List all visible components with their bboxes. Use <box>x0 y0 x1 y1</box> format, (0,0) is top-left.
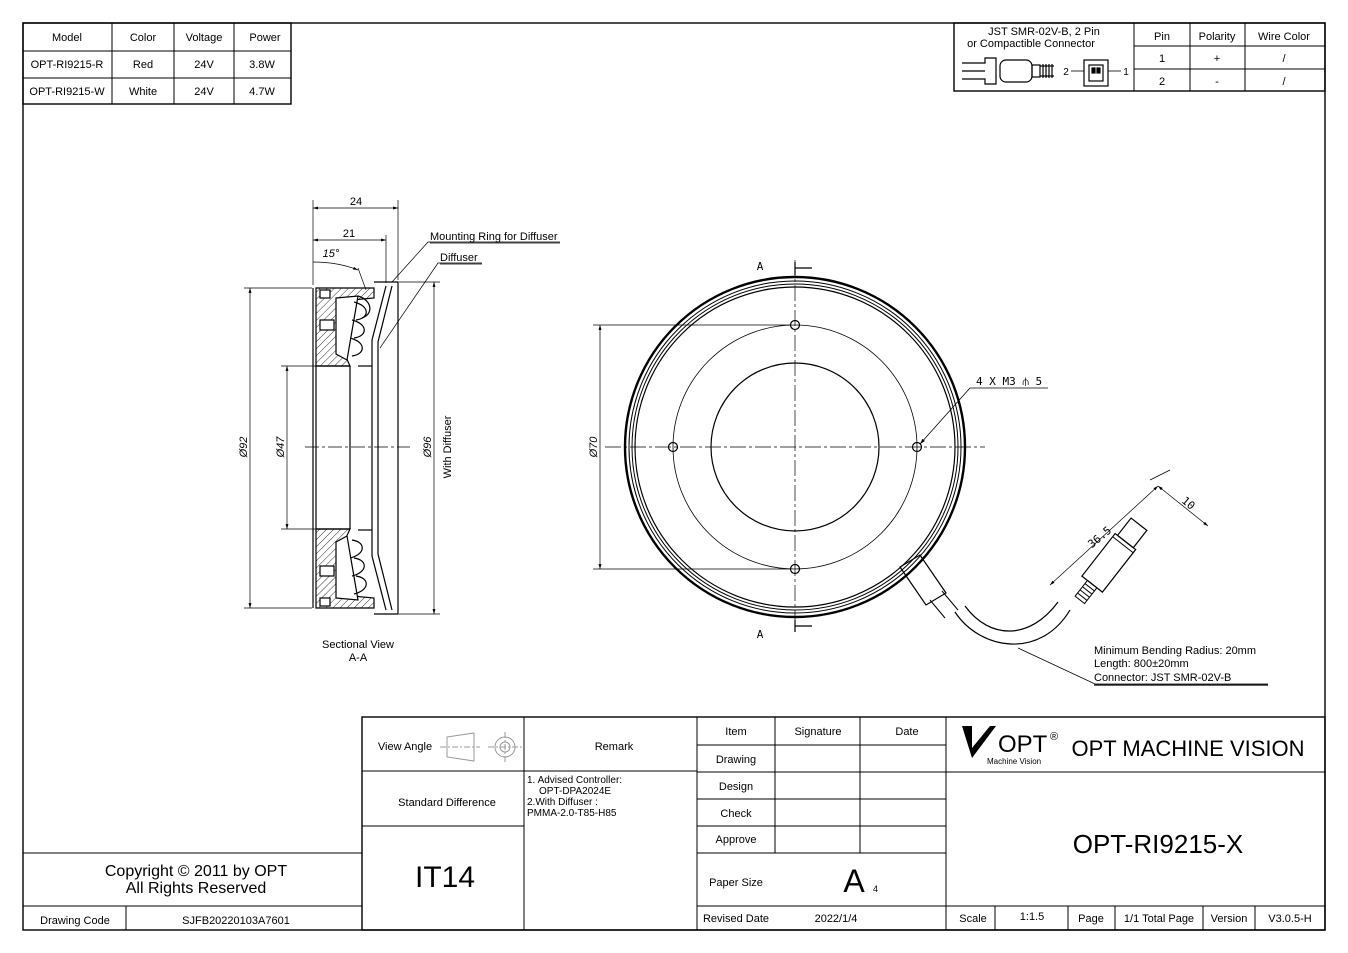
phi47-label: Ø47 <box>275 436 287 459</box>
logo-text: OPT <box>998 731 1048 758</box>
phi96-label: Ø96 <box>422 436 434 459</box>
wire-color-cell: / <box>1282 76 1286 88</box>
remark-text: PMMA-2.0-T85-H85 <box>527 808 617 819</box>
dim-24-label: 24 <box>350 196 362 208</box>
paper-size-label: Paper Size <box>709 877 763 889</box>
connector-title-2: or Compactible Connector <box>967 38 1095 50</box>
version-value: V3.0.5-H <box>1268 913 1311 925</box>
model-cell: OPT-RI9215-W <box>29 86 105 98</box>
polarity-header: Polarity <box>1199 31 1236 43</box>
model-cell: OPT-RI9215-R <box>31 59 104 71</box>
color-header: Color <box>130 32 157 44</box>
wire-color-cell: / <box>1282 53 1286 65</box>
dim-10-label: 10 <box>1179 494 1198 512</box>
power-cell: 4.7W <box>249 86 275 98</box>
company-name: OPT MACHINE VISION <box>1071 736 1304 761</box>
model-table <box>22 22 292 105</box>
wire-color-header: Wire Color <box>1258 31 1310 43</box>
voltage-cell: 24V <box>194 86 214 98</box>
sheet-border <box>22 22 1326 931</box>
opt-logo <box>962 726 996 758</box>
tolerance-grade: IT14 <box>415 861 475 894</box>
logo-subtitle: Machine Vision <box>987 757 1041 766</box>
connector-title-1: JST SMR-02V-B, 2 Pin <box>988 26 1100 38</box>
polarity-cell: - <box>1215 76 1219 88</box>
connector-table <box>953 22 1326 92</box>
part-number: OPT-RI9215-X <box>1073 829 1244 859</box>
angle-15-label: 15° <box>323 248 340 260</box>
power-cell: 3.8W <box>249 59 275 71</box>
sectional-view <box>244 200 560 615</box>
remark-text: 2.With Diffuser : <box>527 797 598 808</box>
page-value: 1/1 Total Page <box>1124 913 1194 925</box>
phi92-label: Ø92 <box>238 437 250 459</box>
section-caption-sub: A-A <box>349 652 368 664</box>
drawing-code-value: SJFB20220103A7601 <box>182 915 290 927</box>
remark-text: 1. Advised Controller: <box>527 775 622 786</box>
polarity-cell: + <box>1214 53 1220 65</box>
phi70-label: Ø70 <box>588 436 600 459</box>
holes-callout: 4 X M3 ⫛ 5 <box>976 375 1042 388</box>
cable-note-bending: Minimum Bending Radius: 20mm <box>1094 645 1256 657</box>
revised-date-value: 2022/1/4 <box>815 913 858 925</box>
view-angle-symbol <box>440 732 522 762</box>
mounting-ring-callout: Mounting Ring for Diffuser <box>430 231 558 243</box>
title-block-grid <box>23 716 1326 931</box>
power-header: Power <box>249 32 281 44</box>
cable-note-connector: Connector: JST SMR-02V-B <box>1094 672 1231 684</box>
copyright-line-1: Copyright © 2011 by OPT <box>105 863 287 880</box>
approve-row-label: Approve <box>716 834 757 846</box>
color-cell: White <box>129 86 157 98</box>
dim-21-label: 21 <box>343 228 355 240</box>
section-mark-bottom: A <box>757 628 764 641</box>
item-header: Item <box>725 726 746 738</box>
version-label: Version <box>1211 913 1248 925</box>
drawing-code-label: Drawing Code <box>40 915 110 927</box>
revised-date-label: Revised Date <box>703 913 769 925</box>
scale-label: Scale <box>959 913 987 925</box>
with-diffuser-label: With Diffuser <box>442 415 454 478</box>
front-view <box>593 260 1268 685</box>
voltage-header: Voltage <box>186 32 223 44</box>
remark-label: Remark <box>595 741 634 753</box>
standard-difference-label: Standard Difference <box>398 797 496 809</box>
pin-1-label: 1 <box>1123 67 1129 78</box>
dim-36-5-label: 36.5 <box>1085 524 1114 551</box>
pin-header: Pin <box>1154 31 1170 43</box>
view-angle-label: View Angle <box>378 741 432 753</box>
voltage-cell: 24V <box>194 59 214 71</box>
signature-header: Signature <box>794 726 841 738</box>
pin-cell: 2 <box>1159 76 1165 88</box>
drawing-row-label: Drawing <box>716 754 756 766</box>
logo-registered: ® <box>1050 731 1058 743</box>
model-header: Model <box>52 32 82 44</box>
paper-size-sub: 4 <box>873 884 878 894</box>
page-label: Page <box>1078 913 1104 925</box>
copyright-line-2: All Rights Reserved <box>126 880 267 897</box>
section-caption: Sectional View <box>322 639 394 651</box>
date-header: Date <box>895 726 918 738</box>
remark-text: OPT-DPA2024E <box>539 786 611 797</box>
pin-cell: 1 <box>1159 53 1165 65</box>
scale-value: 1:1.5 <box>1020 911 1044 923</box>
pin-2-label: 2 <box>1063 67 1069 78</box>
design-row-label: Design <box>719 781 753 793</box>
color-cell: Red <box>133 59 153 71</box>
check-row-label: Check <box>720 808 752 820</box>
section-mark-top: A <box>757 260 764 273</box>
connector-sketch <box>962 57 1121 87</box>
cable-note-length: Length: 800±20mm <box>1094 658 1189 670</box>
paper-size-value: A <box>843 863 865 899</box>
diffuser-callout: Diffuser <box>440 252 478 264</box>
